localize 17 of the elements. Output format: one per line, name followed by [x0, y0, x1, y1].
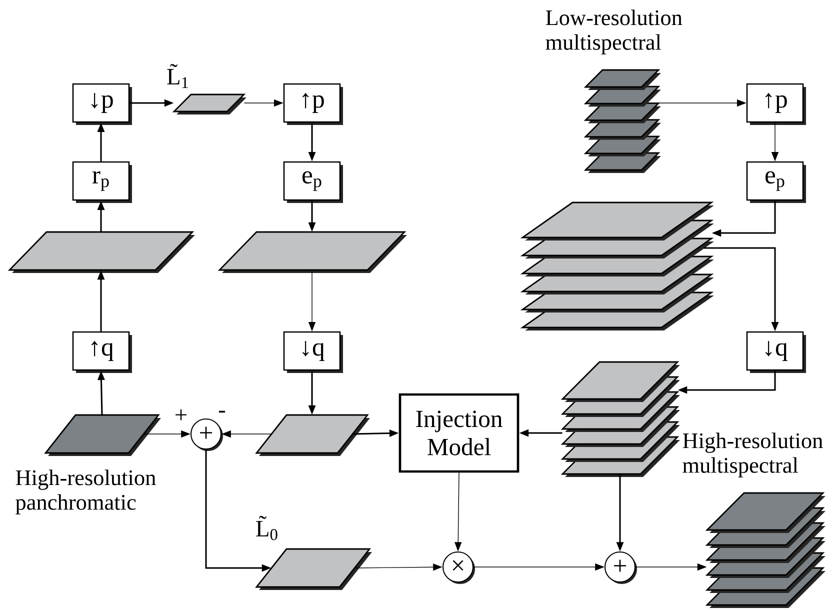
- process-box: Injection Model: [398, 393, 520, 473]
- image-label: High-resolution multispectral: [682, 432, 823, 478]
- operator-box: e$_{p}$: [283, 161, 343, 203]
- operator-box: ↑q: [72, 331, 132, 373]
- operator-box: ↑p: [283, 83, 343, 125]
- operator-box: e$_{p}$: [746, 161, 806, 203]
- image-label: High-resolution panchromatic: [16, 470, 156, 514]
- sign-label: -: [218, 410, 226, 413]
- operator-box: ↑p: [746, 83, 806, 125]
- image-label: L̃$_{1}$: [167, 64, 188, 88]
- operator-box: ↓p: [72, 83, 132, 125]
- sign-label: +: [176, 409, 186, 420]
- operator-box: r$_{p}$: [72, 161, 132, 203]
- operator-box: ↓q: [283, 331, 343, 373]
- operator-box: ↓q: [746, 331, 806, 373]
- image-label: Low-resolution multispectral: [546, 10, 682, 54]
- image-label: L̃$_{0}$: [256, 516, 278, 540]
